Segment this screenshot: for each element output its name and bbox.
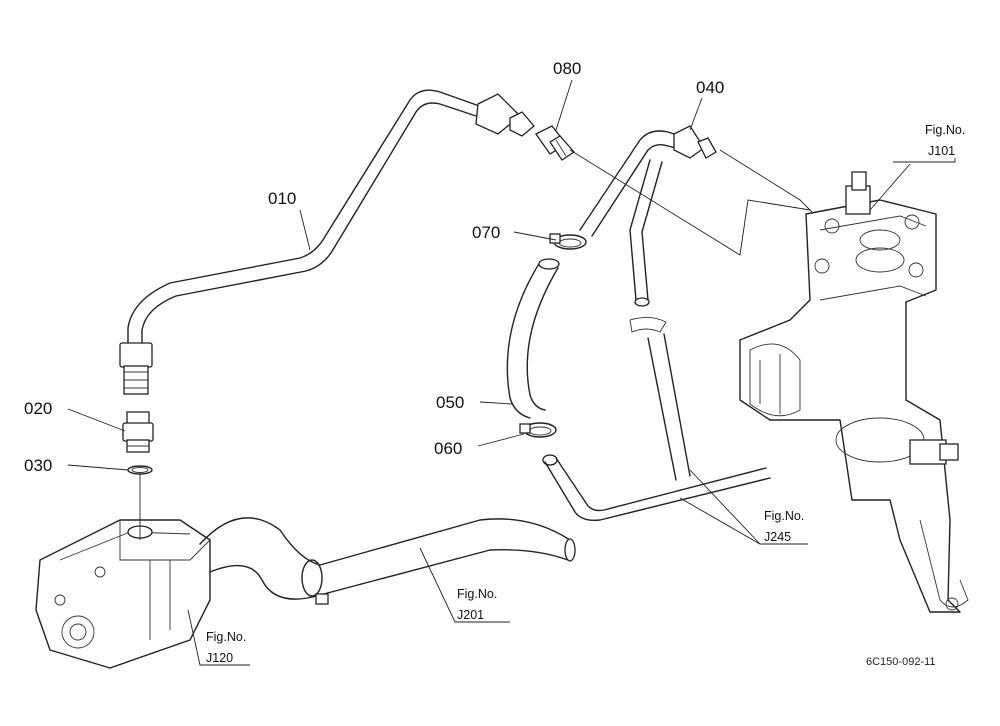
figref-j201-title: Fig.No. bbox=[457, 587, 497, 601]
suction-hose-j201 bbox=[199, 517, 576, 605]
callout-080: 080 bbox=[553, 59, 581, 78]
figref-j245-title: Fig.No. bbox=[764, 509, 804, 523]
leader-020 bbox=[67, 408, 126, 432]
figref-j245-code: J245 bbox=[764, 530, 791, 544]
callout-010: 010 bbox=[268, 189, 296, 208]
figref-j101-title: Fig.No. bbox=[925, 123, 965, 137]
leader-060 bbox=[477, 433, 525, 447]
leader-j120 bbox=[187, 609, 250, 666]
pipe-040[interactable] bbox=[579, 125, 717, 307]
callout-040: 040 bbox=[696, 78, 724, 97]
hose-050[interactable] bbox=[506, 258, 560, 419]
leader-010 bbox=[299, 209, 311, 251]
clamp-070[interactable] bbox=[549, 233, 587, 250]
adapter-020[interactable] bbox=[122, 411, 154, 453]
leader-080 bbox=[555, 79, 573, 131]
drawing-number: 6C150-092-11 bbox=[866, 656, 936, 668]
hydraulic-pump bbox=[35, 519, 211, 669]
leader-j101-underline bbox=[893, 158, 956, 163]
callout-060: 060 bbox=[434, 439, 462, 458]
pipe-010[interactable] bbox=[119, 89, 535, 395]
leader-050 bbox=[479, 401, 513, 405]
leader-j245-b bbox=[689, 469, 761, 545]
leader-030 bbox=[67, 464, 129, 471]
figref-j120-code: J120 bbox=[206, 651, 233, 665]
leader-j201 bbox=[419, 547, 510, 623]
leader-gear-connection bbox=[569, 149, 811, 256]
figref-j120-title: Fig.No. bbox=[206, 630, 246, 644]
figref-j201-code: J201 bbox=[457, 608, 484, 622]
leader-j101 bbox=[869, 163, 911, 211]
callout-030: 030 bbox=[24, 456, 52, 475]
callout-070: 070 bbox=[472, 223, 500, 242]
leader-040-gear bbox=[719, 149, 813, 213]
return-line-j245 bbox=[542, 317, 771, 522]
fitting-080[interactable] bbox=[535, 125, 575, 161]
callout-050: 050 bbox=[436, 393, 464, 412]
callout-020: 020 bbox=[24, 399, 52, 418]
leader-070 bbox=[513, 231, 557, 241]
steering-gearbox bbox=[739, 171, 969, 613]
leader-040 bbox=[689, 97, 703, 131]
figref-j101-code: J101 bbox=[928, 144, 955, 158]
clamp-060[interactable] bbox=[519, 422, 557, 438]
